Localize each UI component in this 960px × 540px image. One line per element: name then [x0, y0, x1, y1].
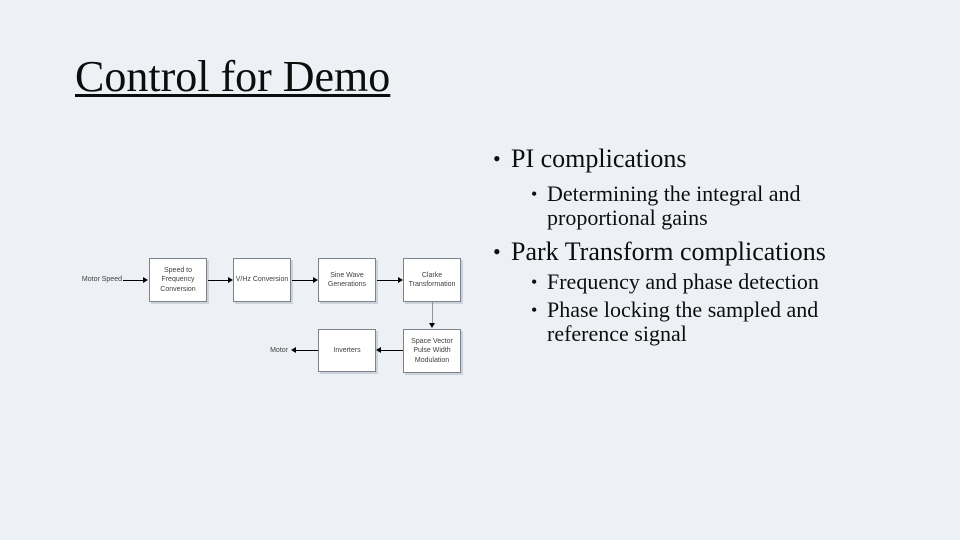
bullet-item: • Park Transform complications [493, 237, 883, 267]
bullet-item: • PI complications [493, 144, 883, 174]
motor-speed-label: Motor Speed [81, 276, 122, 283]
bullet-dot-icon: • [531, 272, 538, 292]
diagram-box-vhz-conversion: V/Hz Conversion [233, 258, 291, 302]
bullet-dot-icon: • [531, 184, 538, 204]
arrow-head-icon [376, 347, 381, 353]
arrow-head-icon [429, 323, 435, 328]
arrow-head-icon [228, 277, 233, 283]
arrow-line [123, 280, 144, 281]
slide-title: Control for Demo [75, 52, 391, 101]
arrow-line [381, 350, 403, 351]
diagram-box-inverters: Inverters [318, 329, 376, 372]
bullet-text: Phase locking the sampled and reference … [547, 297, 819, 346]
arrow-line [432, 302, 433, 323]
arrow-head-icon [313, 277, 318, 283]
bullet-text: PI complications [511, 144, 687, 173]
bullet-dot-icon: • [531, 300, 538, 320]
bullet-text: Park Transform complications [511, 237, 826, 266]
diagram-box-space-vector-pwm: Space Vector Pulse Width Modulation [403, 329, 461, 373]
arrow-line [208, 280, 228, 281]
bullet-text: Frequency and phase detection [547, 269, 819, 294]
bullet-item: • Phase locking the sampled and referenc… [531, 298, 857, 346]
arrow-line [377, 280, 398, 281]
bullet-dot-icon: • [493, 146, 501, 171]
motor-label: Motor [270, 347, 288, 354]
arrow-head-icon [398, 277, 403, 283]
arrow-line [292, 280, 313, 281]
bullet-item: • Frequency and phase detection [531, 270, 857, 294]
arrow-head-icon [143, 277, 148, 283]
arrow-head-icon [291, 347, 296, 353]
bullet-item: • Determining the integral and proportio… [531, 182, 857, 230]
bullet-text: Determining the integral and proportiona… [547, 181, 801, 230]
diagram-box-clarke-transformation: Clarke Transformation [403, 258, 461, 302]
bullet-dot-icon: • [493, 239, 501, 264]
arrow-line [296, 350, 318, 351]
diagram-box-sine-wave-generations: Sine Wave Generations [318, 258, 376, 302]
diagram-box-speed-to-frequency-conversion: Speed to Frequency Conversion [149, 258, 207, 302]
